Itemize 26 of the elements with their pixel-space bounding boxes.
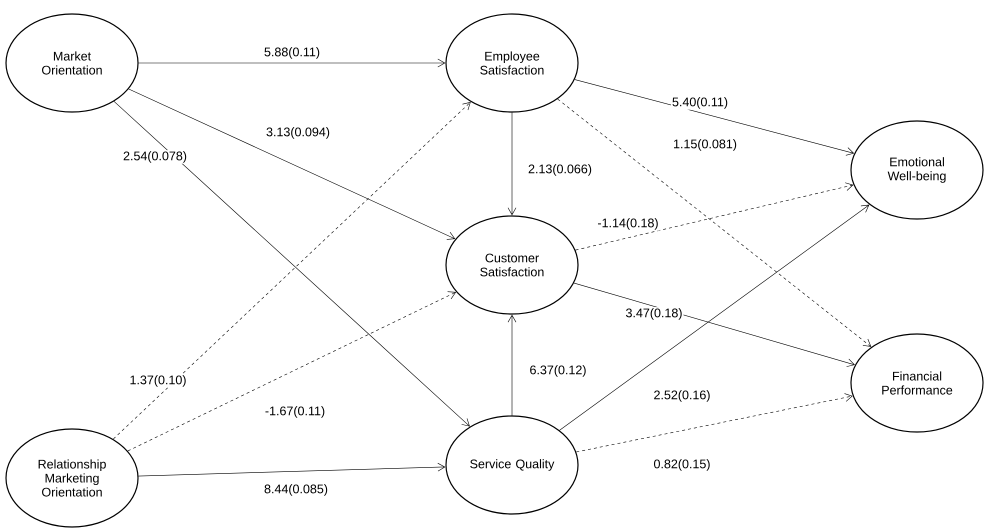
path-arrow <box>128 88 456 240</box>
path-coefficient: 1.37(0.10) <box>128 374 188 388</box>
path-coefficient: -1.14(0.18) <box>596 217 660 231</box>
path-coefficient: 5.40(0.11) <box>670 96 730 110</box>
path-coefficient: 3.47(0.18) <box>624 307 684 321</box>
path-arrow <box>575 182 854 250</box>
path-arrow <box>508 112 516 216</box>
path-coefficient: 2.54(0.078) <box>122 150 188 164</box>
path-coefficient: 2.13(0.066) <box>527 163 593 177</box>
path-arrow <box>508 314 516 416</box>
path-arrow <box>559 204 870 431</box>
path-arrow <box>574 282 855 367</box>
path-coefficient: -1.67(0.11) <box>264 405 326 419</box>
path-coefficient: 1.15(0.081) <box>672 138 738 152</box>
path-coefficient: 8.44(0.085) <box>263 483 329 497</box>
path-arrow <box>576 393 853 452</box>
path-coefficient: 2.52(0.16) <box>652 389 712 403</box>
path-arrow <box>574 79 854 156</box>
path-coefficient: 6.37(0.12) <box>528 364 588 378</box>
path-arrow <box>138 58 446 68</box>
path-coefficient: 3.13(0.094) <box>265 126 331 140</box>
path-arrow <box>557 98 872 347</box>
path-arrow <box>138 462 446 476</box>
path-coefficient: 5.88(0.11) <box>262 46 322 60</box>
path-arrow <box>128 291 456 452</box>
path-coefficient: 0.82(0.15) <box>652 458 712 472</box>
